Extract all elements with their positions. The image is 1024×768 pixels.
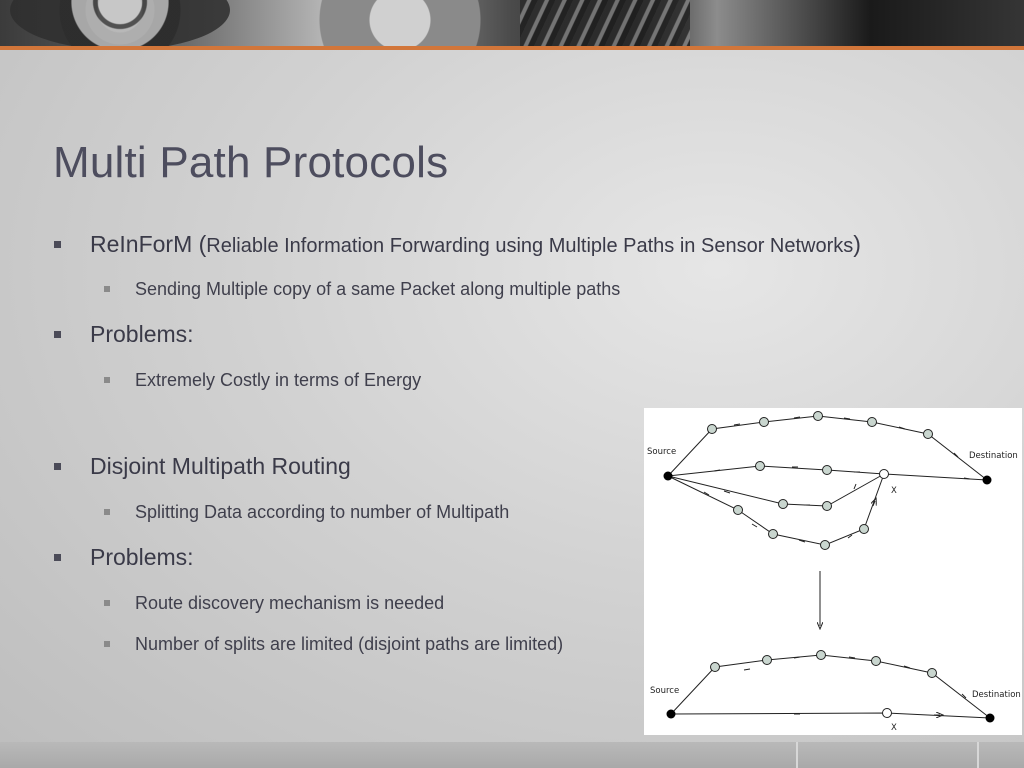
bullet-text: ReInForM (Reliable Information Forwardin… xyxy=(90,231,861,258)
source-label-bottom: Source xyxy=(650,686,679,696)
stripes-graphic xyxy=(520,0,690,46)
bullet-text: Problems: xyxy=(90,544,194,570)
bullet-main: ReInForM ( xyxy=(90,231,207,257)
slide-title: Multi Path Protocols xyxy=(53,138,449,187)
destination-node-top xyxy=(982,475,992,485)
bottom-direction-arrows xyxy=(743,656,967,715)
sub-bullet-text: Sending Multiple copy of a same Packet a… xyxy=(135,279,621,299)
footer-divider xyxy=(977,742,979,768)
failed-node-bottom xyxy=(882,708,892,718)
footer-divider xyxy=(796,742,798,768)
destination-label-top: Destination xyxy=(969,451,1018,461)
decorative-header-image xyxy=(0,0,1024,50)
sub-bullet-text: Route discovery mechanism is needed xyxy=(135,593,445,613)
path-middle xyxy=(667,473,885,507)
bottom-path-direct xyxy=(670,712,991,719)
sub-bullet-text: Number of splits are limited (disjoint p… xyxy=(135,634,564,654)
destination-label-bottom: Destination xyxy=(972,690,1021,700)
bullet-text: Problems: xyxy=(90,321,194,347)
source-node-top xyxy=(663,471,673,481)
footer-bar xyxy=(0,742,1024,768)
sub-bullet-marker xyxy=(104,600,110,606)
bullet-detail: Reliable Information Forwarding using Mu… xyxy=(206,235,854,257)
bullet-marker xyxy=(54,463,61,470)
sub-bullet-marker xyxy=(104,377,110,383)
sub-bullet-marker xyxy=(104,641,110,647)
source-node-bottom xyxy=(666,709,676,719)
source-label-top: Source xyxy=(647,447,676,457)
failure-label-top: X xyxy=(891,486,897,496)
path-lower xyxy=(667,473,885,546)
sub-bullet-marker xyxy=(104,509,110,515)
direction-arrows xyxy=(703,416,971,543)
sub-bullet-marker xyxy=(104,286,110,292)
destination-node-bottom xyxy=(985,713,995,723)
accent-bar xyxy=(0,46,1024,50)
failure-label-bottom: X xyxy=(891,723,897,733)
multipath-diagram: Source Destination X Source Destination … xyxy=(644,408,1022,735)
bullet-marker xyxy=(54,241,61,248)
failed-node-top xyxy=(879,469,889,479)
bullet-text: Disjoint Multipath Routing xyxy=(90,453,351,479)
sub-bullet-text: Extremely Costly in terms of Energy xyxy=(135,370,422,390)
bullet-marker xyxy=(54,331,61,338)
sub-bullet-text: Splitting Data according to number of Mu… xyxy=(135,502,510,522)
bullet-marker xyxy=(54,554,61,561)
diagram-svg: Source Destination X Source Destination … xyxy=(647,411,1021,733)
bullet-end: ) xyxy=(853,231,861,257)
